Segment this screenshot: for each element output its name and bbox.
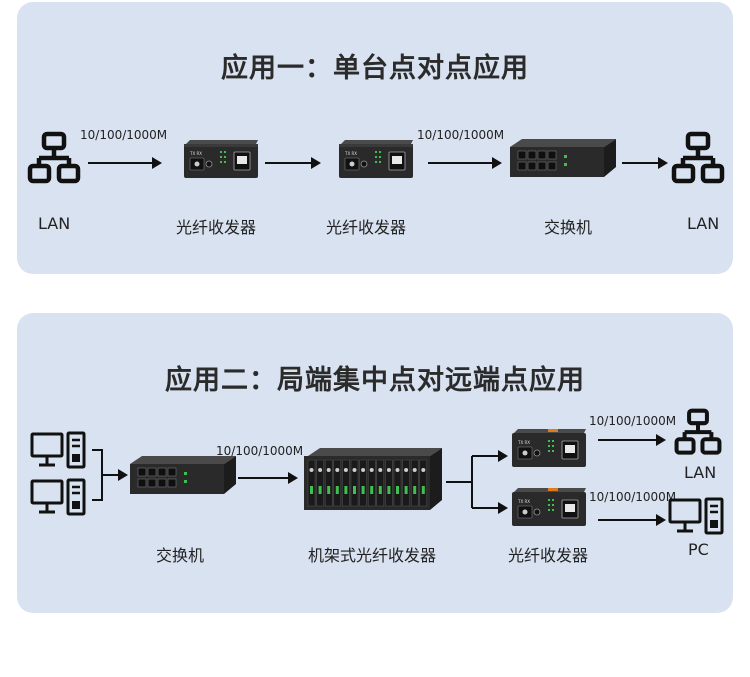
lan-network-icon (671, 131, 725, 184)
fiber-converter-label: 光纤收发器 (326, 218, 407, 237)
rack-card-led (353, 486, 356, 494)
lan-right-label: LAN (687, 214, 720, 233)
svg-text:TX RX: TX RX (517, 440, 530, 445)
rack-card-slot (385, 459, 393, 507)
rack-card-led (378, 486, 382, 494)
lan-network-icon (674, 408, 722, 455)
rack-card-slot (316, 459, 324, 507)
rack-label: 机架式光纤收发器 (308, 546, 437, 565)
rack-card-port (352, 468, 357, 472)
speed-label: 10/100/1000M (589, 414, 677, 428)
rack-card-port (343, 468, 348, 472)
rack-card-port (404, 468, 409, 472)
rack-card-slot (359, 459, 367, 507)
section-1-panel: 应用一：单台点对点应用 (17, 2, 733, 274)
fiber-converter-label: 光纤收发器 (176, 218, 257, 237)
lan-network-icon (27, 131, 81, 184)
rack-card-led (413, 486, 417, 494)
rack-card-port (309, 468, 314, 472)
rack-card-led (318, 486, 322, 494)
rack-card-led (361, 486, 365, 494)
rack-card-port (369, 468, 374, 472)
rack-card-led (327, 486, 331, 494)
svg-text:TX RX: TX RX (344, 151, 357, 156)
rack-card-led (387, 486, 391, 494)
rack-card-port (421, 468, 426, 472)
arrow-right-icon (265, 157, 321, 169)
rack-card-port (386, 468, 391, 472)
arrow-right-icon (598, 434, 666, 446)
arrow-right-icon (598, 514, 666, 526)
fiber-converter-device: TX RX (512, 429, 586, 467)
section-1-title: 应用一：单台点对点应用 (221, 53, 529, 84)
rack-card-slot (376, 459, 385, 507)
switch-label: 交换机 (156, 546, 205, 565)
speed-label: 10/100/1000M (216, 444, 304, 458)
rack-card-led (310, 486, 313, 494)
rack-card-port (361, 468, 366, 472)
rack-card-led (396, 486, 399, 494)
merge-connector-arrow (92, 449, 128, 501)
rack-card-slot (307, 459, 316, 507)
rack-fiber-converter-chassis (304, 448, 442, 510)
rack-card-slot (410, 459, 419, 507)
arrow-right-icon (428, 157, 502, 169)
pc-icon (30, 478, 86, 516)
lan-label: LAN (684, 463, 717, 482)
fiber-converter-device: TX RX (512, 488, 586, 526)
network-switch-device (130, 456, 236, 494)
rack-card-led (335, 486, 339, 494)
pc-icon (30, 431, 86, 469)
section-2-title: 应用二：局端集中点对远端点应用 (165, 365, 585, 396)
pc-label: PC (688, 540, 709, 559)
arrow-right-icon (622, 157, 668, 169)
pc-icon (668, 497, 724, 535)
rack-card-port (318, 468, 323, 472)
fiber-converter-label: 光纤收发器 (508, 546, 589, 565)
switch-label: 交换机 (544, 218, 593, 237)
rack-card-led (344, 486, 348, 494)
arrow-right-icon (88, 157, 162, 169)
rack-card-port (326, 468, 331, 472)
rack-card-slot (393, 459, 402, 507)
rack-card-slot (350, 459, 359, 507)
rack-card-led (421, 486, 425, 494)
rack-card-slot (342, 459, 350, 507)
rack-card-slot (419, 459, 428, 507)
split-connector-arrows (446, 450, 508, 514)
fiber-converter-device: TX RX (184, 140, 258, 178)
speed-label: 10/100/1000M (80, 128, 168, 142)
speed-label: 10/100/1000M (417, 128, 505, 142)
rack-card-slot (324, 459, 333, 507)
rack-card-led (370, 486, 374, 494)
rack-card-slot (367, 459, 376, 507)
lan-left-label: LAN (38, 214, 71, 233)
rack-card-port (412, 468, 417, 472)
fiber-converter-device: TX RX (339, 140, 413, 178)
rack-card-port (395, 468, 400, 472)
rack-card-port (378, 468, 383, 472)
speed-label: 10/100/1000M (589, 490, 677, 504)
rack-card-slot (333, 459, 342, 507)
rack-card-slot (402, 459, 410, 507)
svg-text:TX RX: TX RX (189, 151, 202, 156)
network-switch-device (510, 139, 616, 177)
rack-card-led (404, 486, 408, 494)
rack-card-port (335, 468, 340, 472)
svg-text:TX RX: TX RX (517, 499, 530, 504)
arrow-right-icon (238, 472, 298, 484)
